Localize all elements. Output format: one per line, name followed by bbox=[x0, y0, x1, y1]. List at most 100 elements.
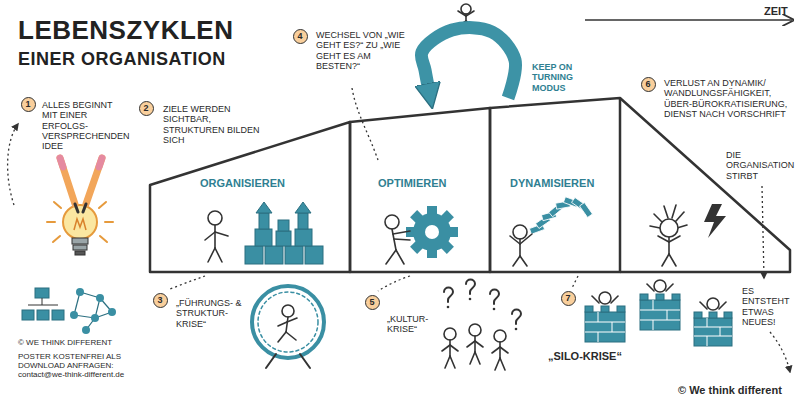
stressed-figure bbox=[654, 214, 662, 222]
idea-bulb bbox=[75, 251, 85, 255]
panel-outline bbox=[350, 108, 490, 272]
silo-tower bbox=[585, 306, 593, 312]
pencil-pair bbox=[86, 158, 102, 204]
idea-bulb bbox=[47, 221, 55, 223]
stick-figure bbox=[510, 236, 520, 244]
paper-stack bbox=[529, 197, 592, 234]
panel-outline bbox=[350, 108, 490, 272]
pencil-pair bbox=[60, 158, 63, 167]
lightning-bolt bbox=[704, 204, 726, 238]
silo-tower bbox=[601, 306, 609, 312]
silo-tower bbox=[585, 280, 732, 346]
silo-tower bbox=[612, 322, 613, 332]
question-mark bbox=[466, 280, 475, 301]
sitting-figure bbox=[461, 4, 471, 14]
hamster-wheel bbox=[278, 305, 297, 342]
question-mark bbox=[444, 288, 453, 309]
org-chart-icon bbox=[37, 310, 49, 320]
note-text: © WE THINK DIFFERENT bbox=[18, 338, 138, 347]
silo-tower bbox=[694, 312, 702, 318]
time-axis bbox=[585, 19, 792, 21]
callout-number: 6 bbox=[641, 77, 656, 92]
stick-figure bbox=[208, 248, 215, 262]
silo-tower bbox=[611, 296, 618, 303]
building-blocks bbox=[245, 202, 323, 264]
note-text: © We think different bbox=[678, 384, 782, 397]
stick-figure bbox=[513, 225, 527, 239]
note-text: ALLES BEGINNT MIT EINER ERFOLGS-VERSPREC… bbox=[42, 100, 130, 152]
stressed-figure bbox=[672, 205, 676, 218]
hamster-wheel bbox=[252, 286, 324, 368]
confused-figure bbox=[444, 328, 456, 340]
stage-panel: OPTIMIEREN bbox=[350, 108, 490, 272]
hill-outline bbox=[620, 98, 790, 272]
gear bbox=[413, 213, 451, 251]
paper-stack bbox=[580, 203, 593, 218]
stage-name: DYNAMISIEREN bbox=[510, 177, 594, 190]
hamster-wheel bbox=[282, 305, 294, 317]
confused-figure bbox=[469, 324, 481, 336]
note-text: DIE ORGANISATION STIRBT bbox=[726, 150, 798, 181]
stick-figure bbox=[385, 215, 410, 264]
dotted-leader bbox=[8, 124, 18, 205]
note-text: VERLUST AN DYNAMIK/ WANDLUNGSFÄHIGKEIT, … bbox=[664, 78, 792, 119]
building-blocks bbox=[255, 229, 272, 246]
confused-figure bbox=[475, 352, 480, 364]
stick-figure bbox=[520, 234, 532, 244]
stressed-figure bbox=[662, 254, 669, 266]
confused-figure bbox=[450, 345, 458, 351]
network-icon bbox=[74, 292, 112, 330]
silo-tower bbox=[656, 294, 664, 300]
silo-tower bbox=[709, 312, 717, 318]
confused-figure bbox=[500, 347, 508, 353]
stick-figure bbox=[510, 225, 532, 266]
callout-number: 4 bbox=[293, 29, 308, 44]
pencil-pair bbox=[75, 204, 78, 212]
question-mark bbox=[444, 288, 453, 303]
silo-tower bbox=[694, 327, 732, 328]
callout-number: 1 bbox=[21, 97, 36, 112]
question-mark bbox=[493, 308, 496, 311]
confused-figure bbox=[470, 352, 475, 364]
building-blocks bbox=[259, 213, 269, 229]
network-icon bbox=[91, 314, 99, 322]
note-text: „FÜHRUNGS- & STRUKTUR-KRISE“ bbox=[176, 298, 244, 329]
stick-figure bbox=[205, 211, 228, 262]
silo-tower bbox=[653, 300, 654, 310]
confused-figure bbox=[499, 342, 501, 358]
loop-arrow bbox=[421, 28, 515, 98]
stick-figure bbox=[208, 211, 222, 225]
stage-name: ORGANISIEREN bbox=[200, 177, 285, 190]
lightning-bolt bbox=[704, 204, 726, 238]
confused-figure bbox=[492, 347, 500, 353]
idea-bulb bbox=[74, 219, 86, 230]
stick-figure bbox=[385, 215, 399, 229]
question-mark bbox=[466, 280, 475, 295]
dotted-leader bbox=[770, 332, 790, 372]
silo-tower bbox=[666, 284, 673, 291]
hamster-wheel bbox=[258, 292, 318, 352]
hill-outline bbox=[620, 98, 790, 272]
silo-tower bbox=[700, 302, 707, 309]
idea-bulb bbox=[100, 236, 107, 242]
silo-tower bbox=[707, 298, 719, 310]
hamster-wheel bbox=[287, 318, 297, 322]
silo-tower bbox=[707, 318, 708, 327]
silo-tower bbox=[598, 332, 599, 342]
confused-figure bbox=[445, 356, 450, 368]
idea-bulb bbox=[99, 202, 106, 208]
building-blocks bbox=[245, 246, 263, 264]
question-mark bbox=[512, 310, 521, 325]
idea-bulb bbox=[53, 236, 60, 242]
dotted-leader bbox=[572, 276, 578, 288]
note-text: „SILO-KRISE“ bbox=[548, 350, 622, 363]
idea-bulb bbox=[63, 205, 97, 239]
pencil-pair bbox=[60, 158, 102, 212]
stressed-figure bbox=[676, 212, 684, 221]
stick-figure bbox=[520, 256, 527, 266]
building-blocks bbox=[305, 246, 323, 264]
silo-tower bbox=[707, 336, 708, 346]
callout-number: 3 bbox=[153, 293, 168, 308]
hamster-wheel bbox=[286, 317, 288, 332]
network-icon bbox=[70, 288, 116, 334]
